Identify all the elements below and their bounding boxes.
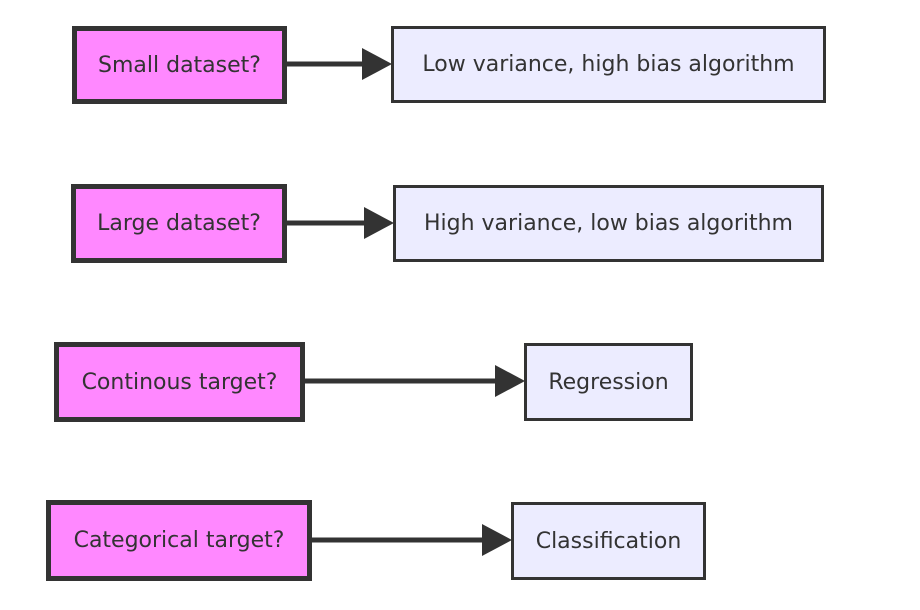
node-high-variance-low-bias-label: High variance, low bias algorithm — [423, 211, 793, 236]
node-low-variance-high-bias-label: Low variance, high bias algorithm — [422, 52, 795, 77]
arrowhead-small-dataset — [362, 48, 392, 80]
node-small-dataset-label: Small dataset? — [98, 52, 261, 78]
node-large-dataset-label: Large dataset? — [97, 211, 261, 236]
node-high-variance-low-bias: High variance, low bias algorithm — [393, 185, 824, 262]
node-classification-label: Classification — [535, 528, 682, 554]
node-classification: Classification — [511, 502, 706, 580]
node-regression: Regression — [524, 343, 693, 421]
node-continous-target-label: Continous target? — [81, 369, 278, 395]
arrowhead-continous-target — [495, 365, 525, 397]
node-regression-label: Regression — [548, 369, 669, 395]
arrowhead-categorical-target — [482, 524, 512, 556]
node-continous-target: Continous target? — [54, 342, 305, 422]
node-low-variance-high-bias: Low variance, high bias algorithm — [391, 26, 826, 103]
arrowhead-large-dataset — [364, 207, 394, 239]
node-categorical-target: Categorical target? — [46, 500, 312, 581]
node-large-dataset: Large dataset? — [71, 184, 287, 263]
node-small-dataset: Small dataset? — [72, 26, 287, 104]
node-categorical-target-label: Categorical target? — [73, 528, 285, 553]
